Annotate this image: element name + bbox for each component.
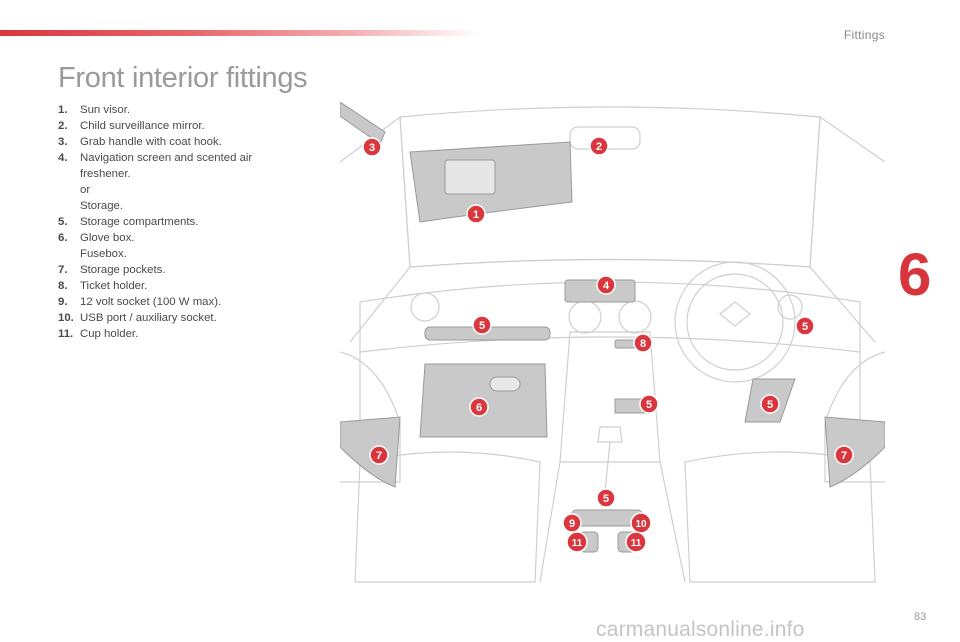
item-text: Grab handle with coat hook. (80, 136, 222, 148)
list-item-continuation: Fusebox. (58, 246, 288, 262)
item-text: Navigation screen and scented air (80, 152, 253, 164)
item-text: Sun visor. (80, 104, 131, 116)
list-item: 7. Storage pockets. (58, 262, 288, 278)
list-item: 10. USB port / auxiliary socket. (58, 310, 288, 326)
callout-5d: 5 (760, 394, 780, 414)
grab-handle (340, 102, 386, 145)
item-text: Storage compartments. (80, 216, 199, 228)
callout-9: 9 (562, 513, 582, 533)
list-item: 1. Sun visor. (58, 102, 288, 118)
fittings-list: 1. Sun visor. 2. Child surveillance mirror.… (58, 102, 288, 342)
callout-3: 3 (362, 137, 382, 157)
svg-text:4: 4 (603, 280, 610, 292)
item-number: 5. (58, 216, 68, 228)
item-number: 11. (58, 328, 74, 340)
svg-text:5: 5 (646, 399, 652, 411)
svg-text:8: 8 (640, 338, 646, 350)
svg-text:11: 11 (631, 538, 642, 549)
svg-text:2: 2 (596, 141, 602, 153)
callout-7b: 7 (834, 445, 854, 465)
list-item: 4. Navigation screen and scented air (58, 150, 288, 166)
list-item: 6. Glove box. (58, 230, 288, 246)
callout-5b: 5 (795, 316, 815, 336)
svg-text:11: 11 (572, 538, 583, 549)
callout-5a: 5 (472, 315, 492, 335)
watermark: carmanualsonline.info (596, 618, 805, 641)
chapter-number: 6 (898, 241, 932, 308)
svg-text:1: 1 (473, 209, 479, 221)
item-text: Fusebox. (80, 248, 127, 260)
interior-illustration: 1 2 3 4 5 5 5 5 5 6 7 7 8 9 10 11 11 (340, 102, 885, 583)
callout-10: 10 (630, 512, 652, 534)
svg-text:9: 9 (569, 518, 575, 530)
list-item: 2. Child surveillance mirror. (58, 118, 288, 134)
item-text: 12 volt socket (100 W max). (80, 296, 222, 308)
svg-text:5: 5 (802, 321, 808, 333)
svg-text:10: 10 (635, 519, 647, 530)
item-number: 10. (58, 312, 74, 324)
list-item-continuation: freshener. (58, 166, 288, 182)
list-item-continuation: or (58, 182, 288, 198)
callout-4: 4 (596, 275, 616, 295)
list-item: 8. Ticket holder. (58, 278, 288, 294)
item-number: 8. (58, 280, 68, 292)
list-item: 11. Cup holder. (58, 326, 288, 342)
item-text: Glove box. (80, 232, 135, 244)
right-door-pocket (824, 416, 885, 488)
list-item-continuation: Storage. (58, 198, 288, 214)
item-text: Cup holder. (80, 328, 139, 340)
item-text: freshener. (80, 168, 131, 180)
callout-2: 2 (589, 136, 609, 156)
item-text: Child surveillance mirror. (80, 120, 205, 132)
svg-text:7: 7 (841, 450, 847, 462)
item-text: USB port / auxiliary socket. (80, 312, 217, 324)
page-title: Front interior fittings (58, 62, 308, 94)
sun-visor-mirror (444, 159, 496, 195)
item-text: or (80, 184, 91, 196)
glove-box-handle (489, 376, 521, 392)
page-number: 83 (914, 611, 927, 623)
item-number: 1. (58, 104, 68, 116)
svg-text:5: 5 (603, 493, 609, 505)
list-item: 3. Grab handle with coat hook. (58, 134, 288, 150)
svg-text:6: 6 (476, 402, 482, 414)
item-number: 6. (58, 232, 68, 244)
item-text: Ticket holder. (80, 280, 148, 292)
header-accent-bar (0, 30, 480, 36)
svg-text:5: 5 (479, 320, 485, 332)
section-title: Fittings (843, 28, 885, 42)
svg-text:3: 3 (369, 142, 375, 154)
item-number: 4. (58, 152, 68, 164)
item-number: 3. (58, 136, 68, 148)
item-number: 7. (58, 264, 68, 276)
item-text: Storage pockets. (80, 264, 166, 276)
callout-6: 6 (469, 397, 489, 417)
item-number: 2. (58, 120, 68, 132)
item-text: Storage. (80, 200, 124, 212)
svg-text:5: 5 (767, 399, 773, 411)
list-item: 9. 12 volt socket (100 W max). (58, 294, 288, 310)
svg-text:7: 7 (376, 450, 382, 462)
list-item: 5. Storage compartments. (58, 214, 288, 230)
item-number: 9. (58, 296, 68, 308)
callout-7a: 7 (369, 445, 389, 465)
callout-11a: 11 (566, 531, 588, 553)
callout-1: 1 (466, 204, 486, 224)
callout-5c: 5 (639, 394, 659, 414)
callout-8: 8 (633, 333, 653, 353)
callout-5e: 5 (596, 488, 616, 508)
callout-11b: 11 (625, 531, 647, 553)
steering-wheel (674, 261, 796, 383)
